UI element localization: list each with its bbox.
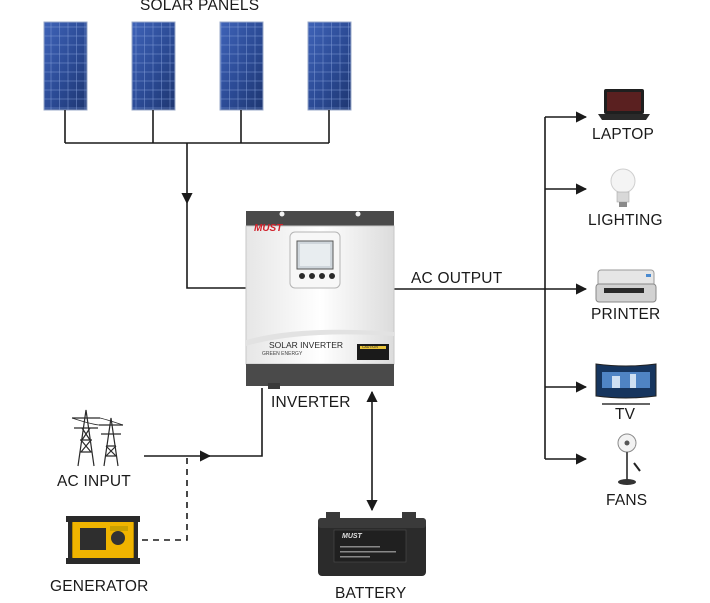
inverter-subtitle-text: GREEN ENERGY [262,351,303,357]
tv-icon [595,363,657,405]
inverter-label: INVERTER [271,394,351,411]
generator-label: GENERATOR [50,578,149,595]
solar-panel-1 [43,21,88,111]
inverter-unit [245,211,395,389]
fans-label: FANS [606,492,648,509]
inverter-brand-logo: MUST [254,223,283,234]
solar-panels-label: SOLAR PANELS [140,0,260,14]
power-tower-icon [71,409,124,467]
ac-input-label: AC INPUT [57,473,131,490]
laptop-label: LAPTOP [592,126,655,143]
solar-panel-3 [219,21,264,111]
tv-label: TV [615,406,636,423]
battery-unit [318,512,426,576]
printer-label: PRINTER [591,306,661,323]
fan-icon [617,433,641,485]
solar-panel-array [43,21,352,111]
light-bulb-icon [610,168,636,207]
solar-panel-4 [307,21,352,111]
wiring [64,110,588,512]
battery-label: BATTERY [335,585,407,602]
inverter-caution-label: CAUTION [362,345,378,349]
generator-dashed-link [140,458,188,541]
laptop-icon [598,89,650,120]
battery-brand-logo: MUST [342,533,362,540]
inverter-model-text: SOLAR INVERTER [269,340,344,350]
ac-output-label: AC OUTPUT [411,270,503,287]
printer-icon [595,269,657,303]
generator-icon [66,516,140,564]
solar-panel-2 [131,21,176,111]
lighting-label: LIGHTING [588,212,663,229]
